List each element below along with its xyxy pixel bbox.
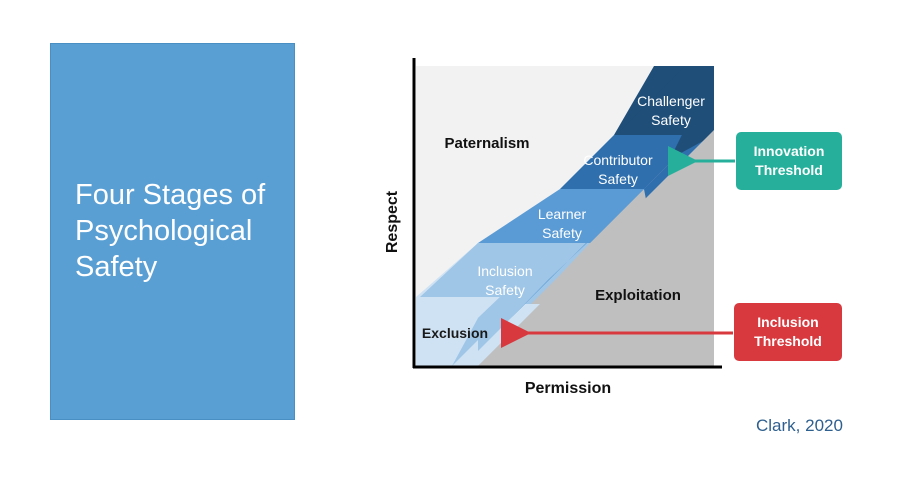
stage-learner-label-2: Safety: [542, 225, 582, 241]
x-axis-label: Permission: [525, 380, 611, 397]
stage-contributor-label-2: Safety: [598, 171, 638, 187]
title-panel: Four Stages of Psychological Safety: [50, 43, 295, 420]
innovation-threshold-callout: Innovation Threshold: [736, 132, 842, 190]
stage-inclusion-label-1: Inclusion: [477, 263, 532, 279]
paternalism-label: Paternalism: [444, 135, 529, 152]
inclusion-cell: [420, 243, 560, 297]
stage-exclusion-label: Exclusion: [422, 325, 488, 341]
stage-contributor-label-1: Contributor: [583, 152, 653, 168]
stage-challenger-label-2: Safety: [651, 112, 691, 128]
contributor-cell: [562, 135, 698, 189]
challenger-cell: [616, 66, 714, 135]
stage-learner-label-1: Learner: [538, 206, 587, 222]
exploitation-label: Exploitation: [595, 287, 681, 304]
learner-cell: [510, 189, 644, 243]
y-axis-label: Respect: [384, 190, 401, 253]
inclusion-threshold-callout: Inclusion Threshold: [734, 303, 842, 361]
citation: Clark, 2020: [756, 416, 843, 435]
stage-inclusion-label-2: Safety: [485, 282, 525, 298]
stage-challenger-label-1: Challenger: [637, 93, 705, 109]
slide-title: Four Stages of Psychological Safety: [75, 179, 266, 283]
